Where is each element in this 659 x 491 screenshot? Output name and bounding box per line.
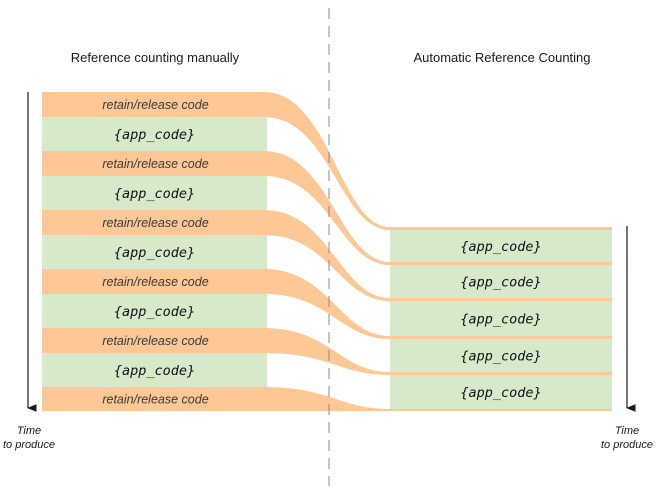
retain-release-label: retain/release code [102, 393, 208, 407]
time-label-left-line2: to produce [3, 439, 55, 451]
app-code-label: {app_code} [114, 363, 195, 379]
retain-release-flow [42, 210, 612, 301]
app-code-label: {app_code} [114, 245, 195, 261]
app-code-block [390, 265, 612, 298]
retain-release-flow [42, 328, 612, 375]
app-code-label: {app_code} [460, 349, 541, 365]
app-code-block [390, 301, 612, 336]
app-code-block [390, 339, 612, 372]
retain-release-label: retain/release code [102, 216, 208, 230]
retain-release-label: retain/release code [102, 275, 208, 289]
app-code-label: {app_code} [460, 275, 541, 291]
manual-column: retain/release code retain/release code re… [42, 98, 267, 407]
app-code-label: {app_code} [460, 239, 541, 255]
app-code-label: {app_code} [460, 385, 541, 401]
retain-release-flow [42, 92, 612, 230]
app-code-block [390, 230, 612, 262]
retain-release-label: retain/release code [102, 157, 208, 171]
retain-release-flow [42, 151, 612, 265]
app-code-block [42, 294, 267, 328]
arc-column: {app_code} {app_code} {app_code} {app_code}… [390, 230, 612, 409]
app-code-block [42, 117, 267, 151]
time-label-right-line1: Time [615, 425, 639, 437]
app-code-label: {app_code} [114, 186, 195, 202]
retain-release-flow [42, 269, 612, 339]
retain-release-label: retain/release code [102, 334, 208, 348]
heading-arc: Automatic Reference Counting [413, 50, 590, 65]
time-label-right-line2: to produce [601, 439, 653, 451]
retain-release-flows [42, 92, 612, 411]
heading-manual: Reference counting manually [71, 50, 240, 65]
app-code-block [42, 176, 267, 210]
app-code-block [42, 235, 267, 269]
retain-release-flow [42, 387, 612, 411]
app-code-label: {app_code} [114, 127, 195, 143]
app-code-label: {app_code} [460, 312, 541, 328]
app-code-block [390, 375, 612, 409]
time-label-left-line1: Time [17, 425, 41, 437]
retain-release-label: retain/release code [102, 98, 208, 112]
app-code-label: {app_code} [114, 304, 195, 320]
app-code-block [42, 353, 267, 387]
